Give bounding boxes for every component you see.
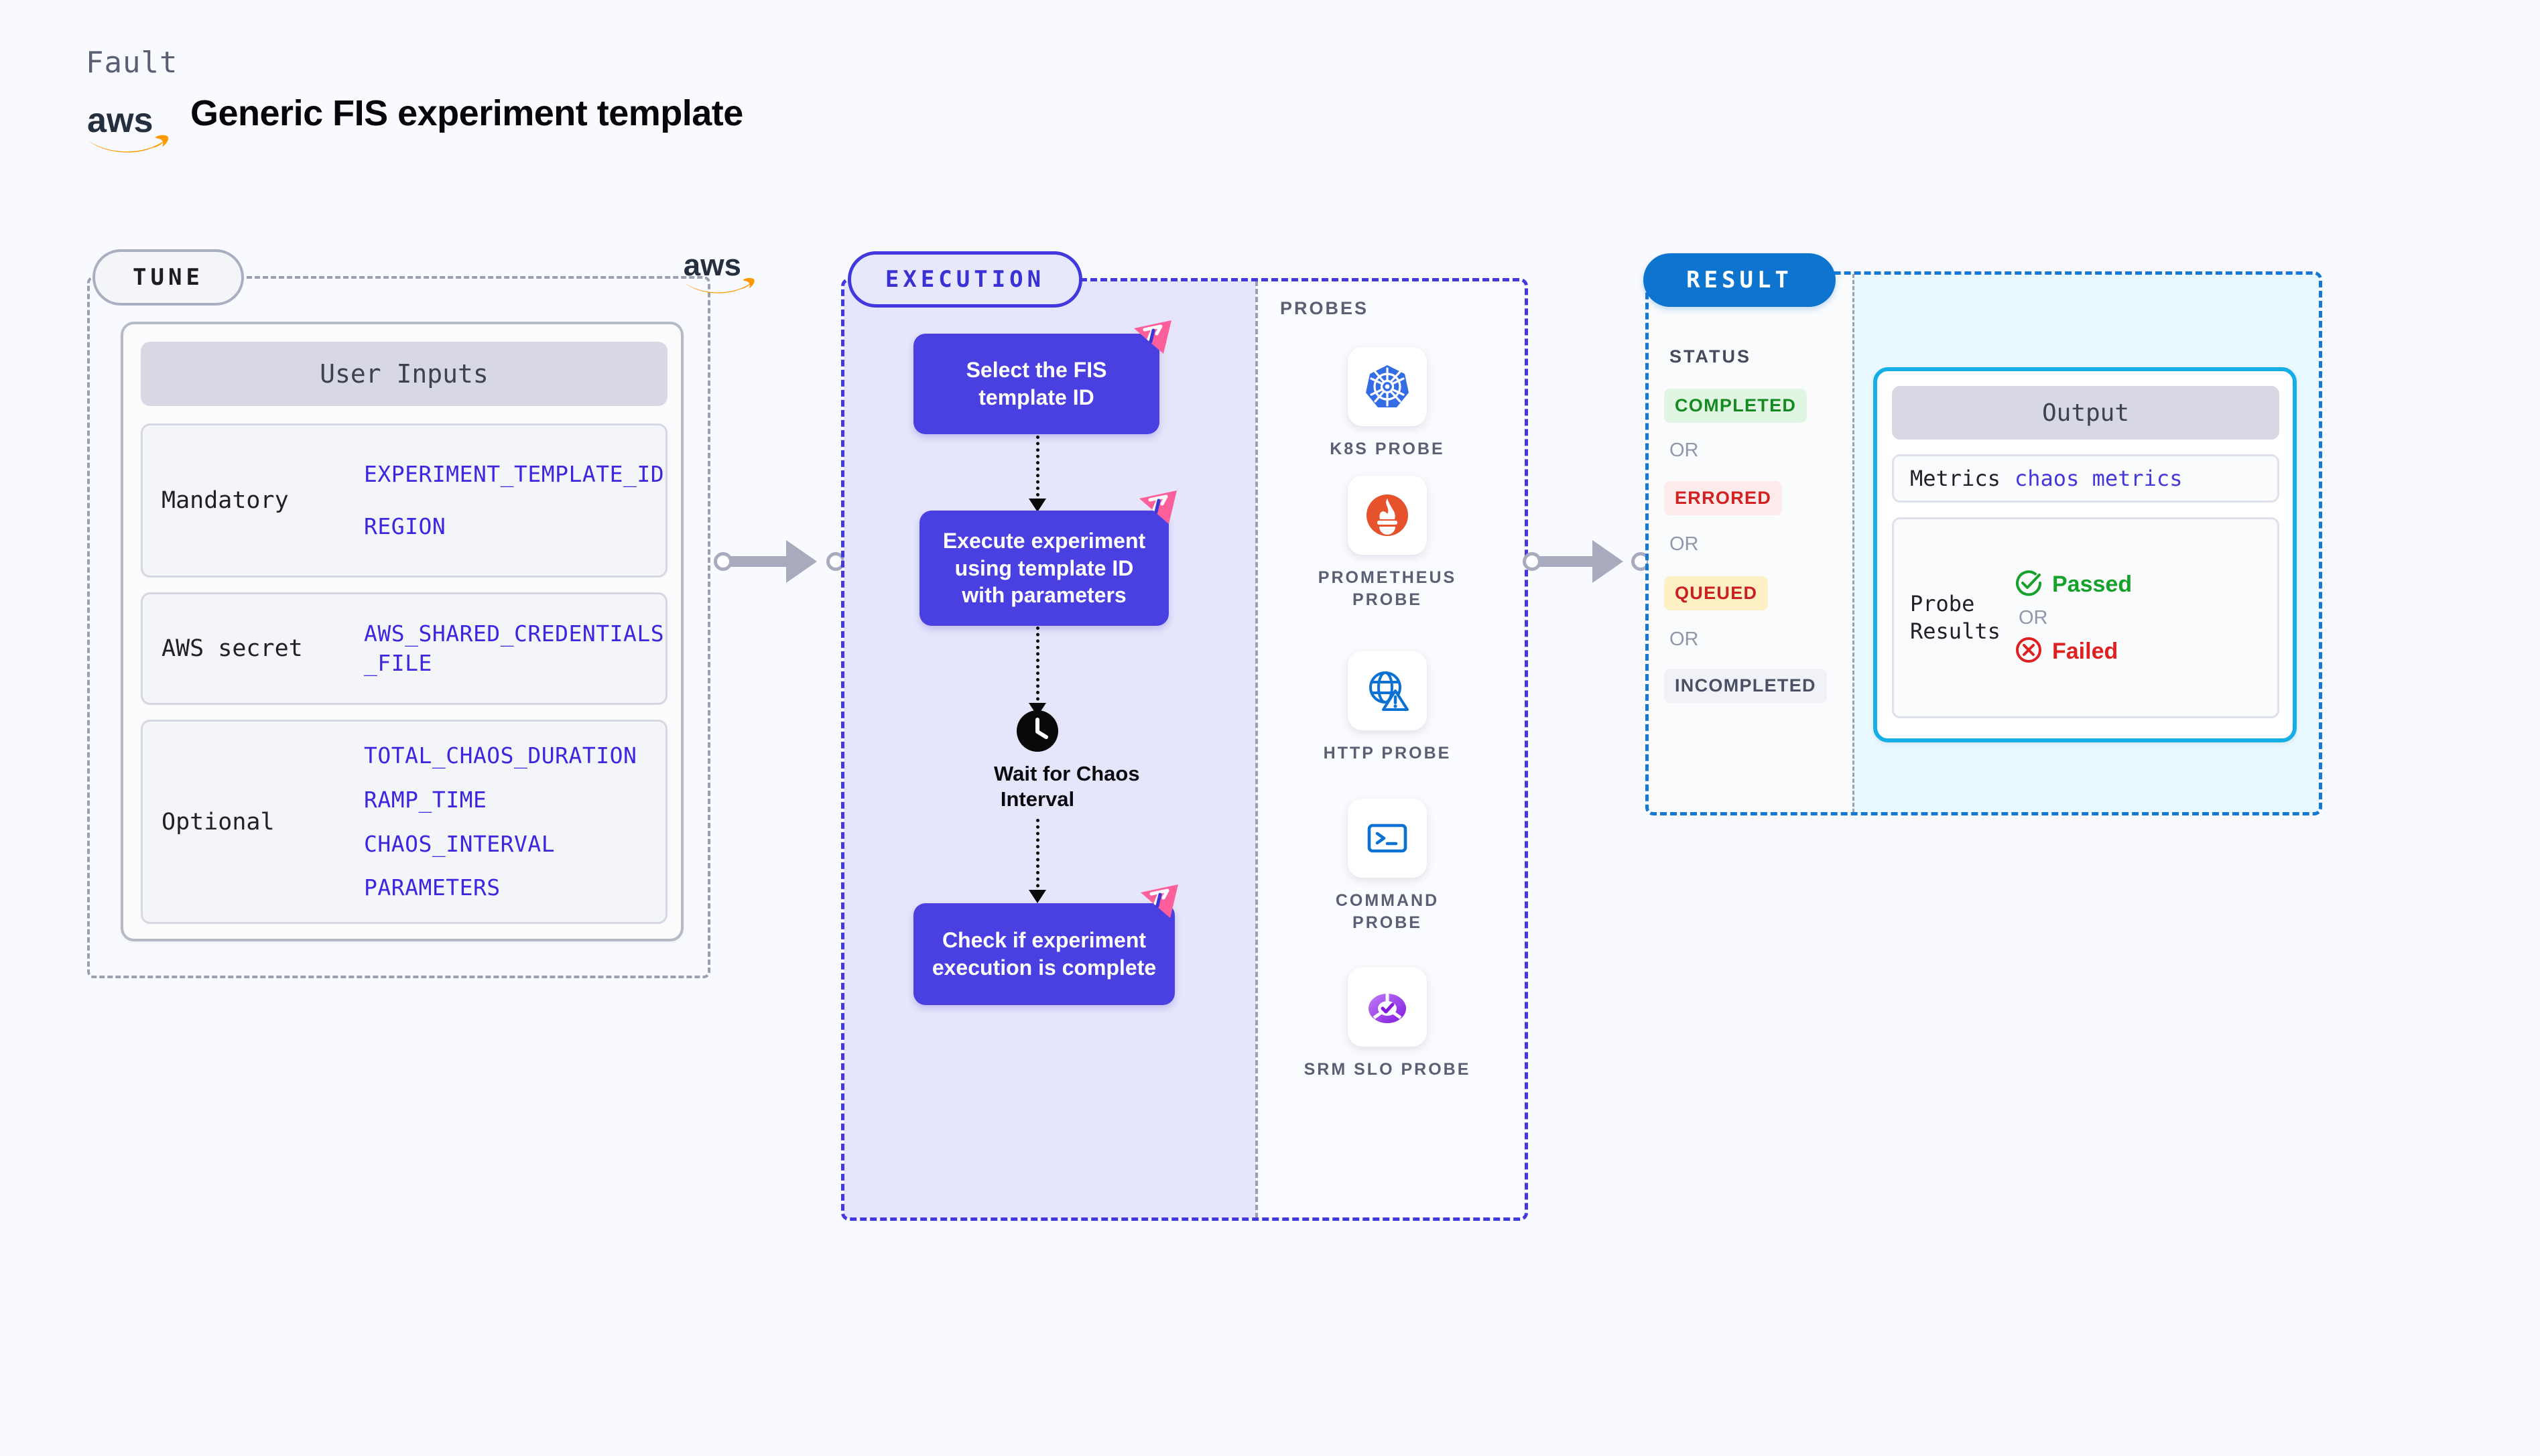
execution-panel-fill: [844, 281, 1256, 1218]
status-badge-incompleted: INCOMPLETED: [1664, 669, 1827, 703]
status-or-label: OR: [1669, 533, 1699, 555]
user-inputs-card: User Inputs Mandatory EXPERIMENT_TEMPLAT…: [121, 322, 684, 941]
result-panel-divider: [1852, 274, 1854, 813]
status-or-label: OR: [1669, 440, 1699, 461]
probe-verdict-passed: Passed: [2015, 569, 2277, 600]
probe-item-http[interactable]: HTTP PROBE: [1300, 651, 1474, 765]
probe-verdict-label: Failed: [2052, 638, 2118, 664]
status-column-title: STATUS: [1669, 346, 1751, 367]
x-circle-icon: [2015, 636, 2043, 667]
execution-probes-divider: [1255, 281, 1258, 1218]
kubernetes-icon: [1348, 347, 1427, 426]
status-badge-queued: QUEUED: [1664, 576, 1769, 610]
tune-stage-label: TUNE: [92, 249, 244, 306]
retry-flag-icon: [1138, 489, 1178, 525]
prometheus-icon: [1348, 476, 1427, 555]
probe-label: HTTP PROBE: [1323, 744, 1452, 763]
output-row-metrics: Metrics chaos metrics: [1892, 454, 2279, 503]
retry-flag-icon: [1139, 883, 1180, 919]
probe-verdict-list: Passed OR Failed: [2015, 569, 2277, 667]
globe-warning-icon: [1348, 651, 1427, 730]
status-badge-completed: COMPLETED: [1664, 389, 1807, 423]
connector-execution-to-result: [1523, 540, 1651, 583]
input-row-mandatory: Mandatory EXPERIMENT_TEMPLATE_ID REGION: [141, 423, 668, 578]
check-circle-icon: [2015, 569, 2043, 600]
input-row-label: Optional: [162, 808, 275, 836]
status-badge-errored: ERRORED: [1664, 481, 1783, 515]
variable-name: EXPERIMENT_TEMPLATE_ID: [364, 461, 665, 488]
variable-name: _FILE: [364, 650, 432, 676]
aws-logo-icon: aws: [86, 99, 172, 155]
flow-node-check-completion[interactable]: Check if experiment execution is complet…: [913, 903, 1175, 1005]
variable-name: RAMP_TIME: [364, 786, 487, 813]
srm-slo-donut-icon: [1348, 968, 1427, 1047]
probe-item-srm-slo[interactable]: SRM SLO PROBE: [1300, 968, 1474, 1081]
probe-item-k8s[interactable]: K8S PROBE: [1300, 347, 1474, 460]
probe-verdict-label: Passed: [2052, 571, 2133, 597]
variable-name: CHAOS_INTERVAL: [364, 830, 556, 857]
result-status-panel-fill: [1648, 274, 1853, 813]
flow-node-execute-experiment[interactable]: Execute experiment using template ID wit…: [919, 511, 1169, 626]
input-row-variables: TOTAL_CHAOS_DURATION RAMP_TIME CHAOS_INT…: [364, 741, 665, 902]
probes-panel-fill: [1256, 281, 1525, 1218]
svg-text:aws: aws: [87, 101, 153, 140]
connector-tune-to-execution: [714, 540, 848, 583]
output-card-title: Output: [1892, 386, 2279, 440]
result-stage-container: [1645, 271, 2322, 815]
execution-stage-label: EXECUTION: [848, 251, 1082, 308]
input-row-variables: EXPERIMENT_TEMPLATE_ID REGION: [364, 460, 665, 541]
page-title: Generic FIS experiment template: [190, 93, 743, 133]
tune-stage-container: [87, 276, 710, 978]
flow-node-select-template[interactable]: Select the FIS template ID: [913, 334, 1159, 434]
probe-verdict-or-label: OR: [2019, 606, 2048, 628]
input-row-label: Mandatory: [162, 487, 289, 514]
probe-label: COMMAND PROBE: [1335, 891, 1440, 932]
terminal-icon: [1348, 799, 1427, 878]
header-eyebrow: Fault: [86, 46, 178, 80]
variable-name: TOTAL_CHAOS_DURATION: [364, 742, 637, 769]
clock-icon: [1017, 710, 1058, 752]
output-row-value: chaos metrics: [2015, 466, 2183, 491]
input-row-variables: AWS_SHARED_CREDENTIALS _FILE: [364, 619, 665, 677]
variable-name: PARAMETERS: [364, 874, 501, 901]
output-row-key: Metrics: [1910, 465, 2001, 491]
aws-logo-icon-tune: aws: [682, 247, 757, 299]
retry-flag-icon: [1133, 319, 1173, 355]
probe-verdict-failed: Failed: [2015, 636, 2277, 667]
variable-name: REGION: [364, 513, 446, 539]
user-inputs-title: User Inputs: [141, 342, 668, 406]
probe-item-prometheus[interactable]: PROMETHEUS PROBE: [1300, 476, 1474, 610]
svg-text:aws: aws: [684, 248, 741, 282]
input-row-optional: Optional TOTAL_CHAOS_DURATION RAMP_TIME …: [141, 720, 668, 924]
status-or-label: OR: [1669, 628, 1699, 650]
result-stage-label: RESULT: [1643, 253, 1836, 307]
input-row-aws-secret: AWS secret AWS_SHARED_CREDENTIALS _FILE: [141, 592, 668, 705]
probe-item-command[interactable]: COMMAND PROBE: [1300, 799, 1474, 933]
execution-stage-container: [841, 278, 1528, 1221]
probe-label: SRM SLO PROBE: [1304, 1060, 1471, 1079]
probe-label: K8S PROBE: [1330, 440, 1445, 458]
input-row-label: AWS secret: [162, 635, 303, 662]
probes-section-title: PROBES: [1280, 298, 1369, 318]
probe-label: PROMETHEUS PROBE: [1318, 568, 1457, 609]
variable-name: AWS_SHARED_CREDENTIALS: [364, 620, 665, 647]
